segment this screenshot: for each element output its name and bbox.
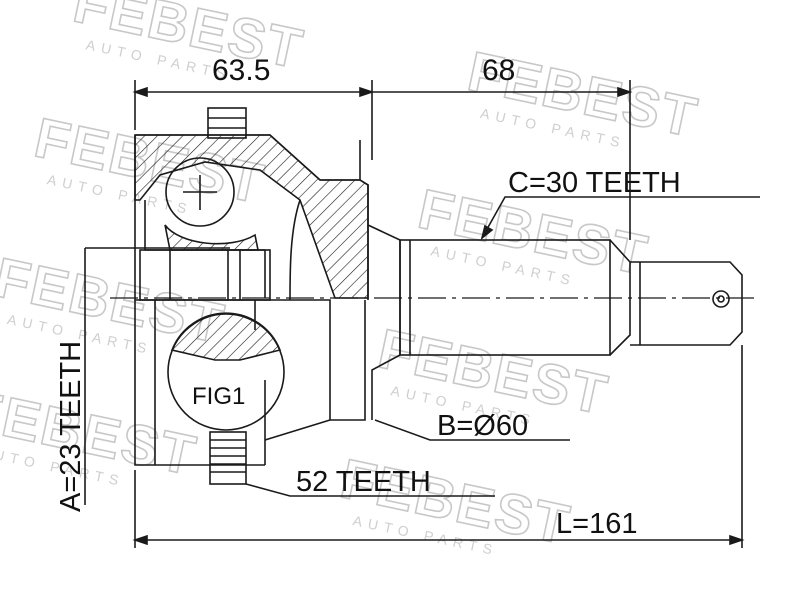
abs-ring bbox=[209, 431, 247, 485]
ball-upper bbox=[165, 157, 235, 227]
dimension-total-length bbox=[132, 345, 745, 548]
total-length-label: L=161 bbox=[556, 508, 637, 540]
top-boss bbox=[207, 107, 247, 139]
abs-ring-label: 52 TEETH bbox=[296, 466, 431, 498]
diameter-b-label: B=Ø60 bbox=[437, 410, 528, 442]
fig1-hatch bbox=[170, 312, 282, 361]
figure-label: FIG1 bbox=[192, 383, 245, 410]
leader-spline-c bbox=[481, 196, 760, 239]
spline-c-label: C=30 TEETH bbox=[508, 167, 681, 199]
spline-a-label: A=23 TEETH bbox=[55, 341, 87, 512]
housing-hatch-upper bbox=[134, 134, 369, 299]
dimension-shaft-length bbox=[372, 80, 633, 240]
dimension-outer-length bbox=[132, 80, 375, 160]
dimension-outer-length-label: 63.5 bbox=[212, 54, 270, 87]
cv-joint-drawing bbox=[84, 80, 760, 548]
housing-lower bbox=[135, 299, 366, 421]
leader-abs bbox=[245, 483, 495, 497]
dimension-shaft-length-label: 68 bbox=[482, 54, 515, 87]
cage-hatch bbox=[164, 224, 259, 251]
shaft-tip bbox=[630, 261, 743, 346]
leader-diameter-b bbox=[374, 419, 570, 441]
